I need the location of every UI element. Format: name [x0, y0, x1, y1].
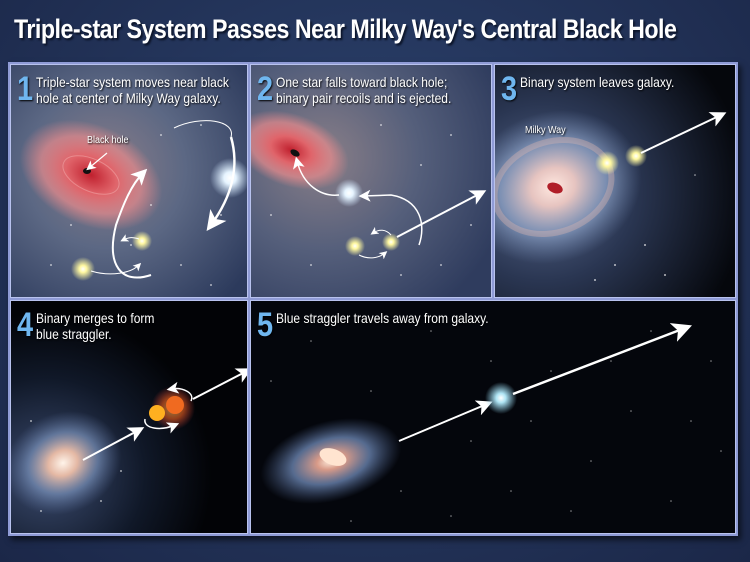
- panel-3-caption: 3 Binary system leaves galaxy.: [501, 70, 699, 108]
- panel-4-caption: 4 Binary merges to form blue straggler.: [17, 306, 174, 344]
- caption-line-1: One star falls toward black hole;: [275, 74, 448, 90]
- step-number: 3: [501, 70, 518, 108]
- panel-4-illustration: [11, 301, 247, 533]
- diagram-frame: 1 Triple-star system moves near black ho…: [8, 62, 738, 536]
- caption-line-1: Binary merges to form: [35, 310, 155, 326]
- caption-line-2: binary pair recoils and is ejected.: [275, 90, 452, 106]
- panel-step-5: 5 Blue straggler travels away from galax…: [250, 300, 736, 534]
- panel-5-illustration: [251, 301, 735, 533]
- step-number: 5: [257, 306, 274, 344]
- panel-2-illustration: [251, 65, 491, 297]
- panel-step-4: 4 Binary merges to form blue straggler.: [10, 300, 248, 534]
- step-number: 1: [17, 70, 34, 108]
- panel-1-illustration: [11, 65, 247, 297]
- panel-2-caption: 2 One star falls toward black hole; bina…: [257, 70, 480, 108]
- panel-3-illustration: [495, 65, 735, 297]
- panel-1-caption: 1 Triple-star system moves near black ho…: [17, 70, 247, 108]
- panel-step-3: 3 Binary system leaves galaxy. Milky Way: [494, 64, 736, 298]
- black-hole-label: Black hole: [87, 135, 129, 146]
- panel-step-2: 2 One star falls toward black hole; bina…: [250, 64, 492, 298]
- caption-line-1: Blue straggler travels away from galaxy.: [275, 310, 489, 326]
- panel-5-caption: 5 Blue straggler travels away from galax…: [257, 306, 523, 344]
- caption-line-2: hole at center of Milky Way galaxy.: [35, 90, 221, 106]
- page-title: Triple-star System Passes Near Milky Way…: [14, 14, 677, 44]
- caption-line-1: Binary system leaves galaxy.: [519, 74, 675, 90]
- milky-way-label: Milky Way: [525, 125, 566, 136]
- panel-step-1: 1 Triple-star system moves near black ho…: [10, 64, 248, 298]
- step-number: 2: [257, 70, 274, 108]
- step-number: 4: [17, 306, 34, 344]
- caption-line-1: Triple-star system moves near black: [35, 74, 229, 90]
- caption-line-2: blue straggler.: [35, 326, 112, 342]
